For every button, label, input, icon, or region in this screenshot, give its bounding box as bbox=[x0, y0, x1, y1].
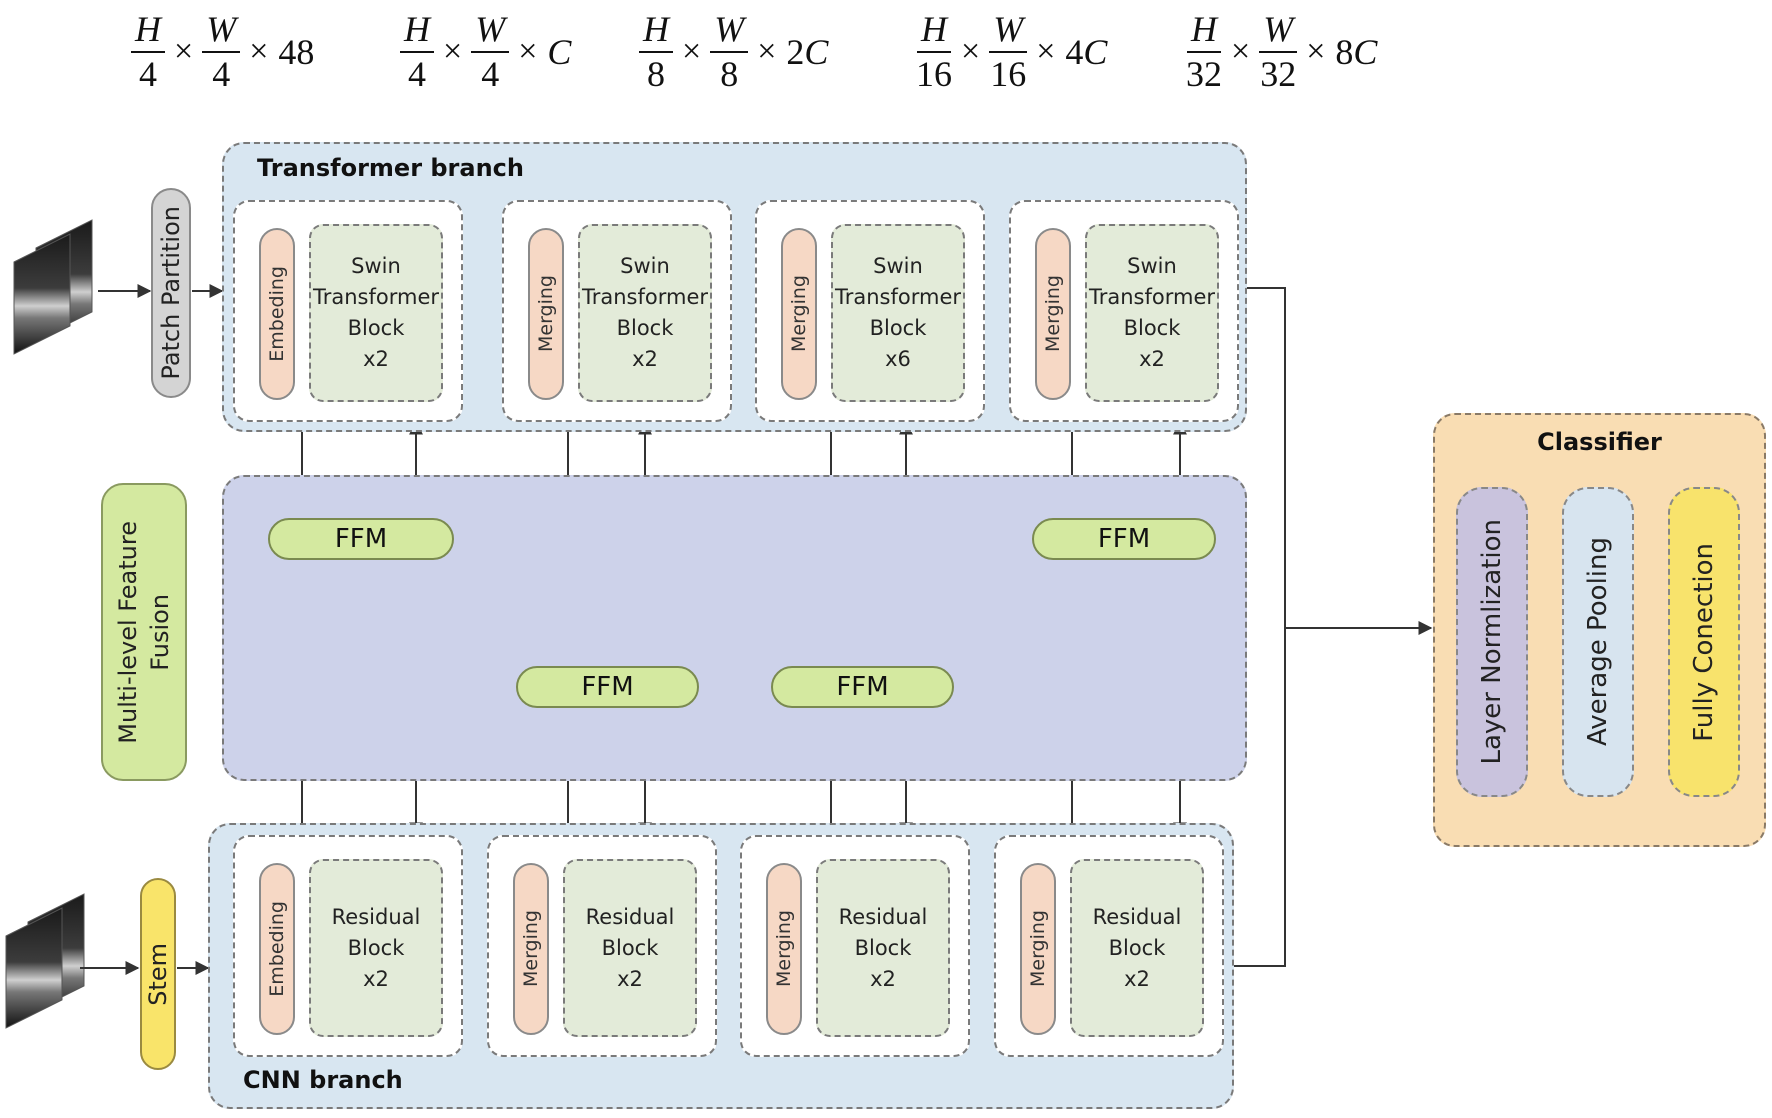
channel-count: 8C bbox=[1335, 32, 1378, 72]
transformer-stage-2-merge-layer: Merging bbox=[528, 228, 564, 400]
width-divisor: 8 bbox=[720, 54, 739, 94]
width-symbol: W bbox=[202, 9, 241, 53]
cnn-stage-3: Merging Residual Block x2 bbox=[740, 835, 970, 1057]
channel-count: C bbox=[547, 32, 572, 72]
channel-count: 48 bbox=[278, 32, 315, 72]
transformer-stage-1: Embeding Swin Transformer Block x2 bbox=[233, 200, 463, 422]
patch-partition: Patch Partition bbox=[151, 188, 191, 398]
transformer-stage-2: Merging Swin Transformer Block x2 bbox=[502, 200, 732, 422]
cnn-stage-1-block: Residual Block x2 bbox=[309, 859, 443, 1037]
transformer-stage-3-merge-layer: Merging bbox=[781, 228, 817, 400]
ffm-module-1: FFM bbox=[268, 518, 454, 560]
transformer-stage-4-block: Swin Transformer Block x2 bbox=[1085, 224, 1219, 402]
times-symbol: × bbox=[249, 33, 269, 70]
average-pooling-block: Average Pooling bbox=[1562, 487, 1634, 797]
oct-scan-image-top bbox=[13, 219, 93, 355]
transformer-stage-2-block: Swin Transformer Block x2 bbox=[578, 224, 712, 402]
times-symbol: × bbox=[961, 33, 981, 70]
cnn-stage-4: Merging Residual Block x2 bbox=[994, 835, 1224, 1057]
ffm-module-3: FFM bbox=[771, 666, 954, 708]
cnn-stage-2-merge-layer: Merging bbox=[513, 863, 549, 1035]
width-symbol: W bbox=[989, 9, 1028, 53]
width-symbol: W bbox=[710, 9, 749, 53]
cnn-stage-1: Embeding Residual Block x2 bbox=[233, 835, 463, 1057]
stem: Stem bbox=[140, 878, 176, 1070]
cnn-stage-2: Merging Residual Block x2 bbox=[487, 835, 717, 1057]
width-divisor: 4 bbox=[481, 54, 500, 94]
transformer-stage-3: Merging Swin Transformer Block x6 bbox=[755, 200, 985, 422]
transformer-stage-1-block: Swin Transformer Block x2 bbox=[309, 224, 443, 402]
transformer-stage-3-block: Swin Transformer Block x6 bbox=[831, 224, 965, 402]
height-divisor: 8 bbox=[647, 54, 665, 94]
height-symbol: H bbox=[131, 9, 165, 53]
width-symbol: W bbox=[1259, 9, 1298, 53]
channel-count: 2C bbox=[786, 32, 829, 72]
transformer-stage-4-merge-layer: Merging bbox=[1035, 228, 1071, 400]
fully-connection-block: Fully Conection bbox=[1668, 487, 1740, 797]
height-divisor: 4 bbox=[408, 54, 426, 94]
ffm-module-2: FFM bbox=[516, 666, 699, 708]
height-divisor: 32 bbox=[1186, 54, 1222, 94]
height-symbol: H bbox=[400, 9, 434, 53]
times-symbol: × bbox=[1231, 33, 1251, 70]
height-divisor: 16 bbox=[916, 54, 952, 94]
times-symbol: × bbox=[518, 33, 538, 70]
height-symbol: H bbox=[639, 9, 673, 53]
height-symbol: H bbox=[1187, 9, 1221, 53]
cnn-stage-1-merge-layer: Embeding bbox=[259, 863, 295, 1035]
cnn-stage-3-block: Residual Block x2 bbox=[816, 859, 950, 1037]
ffm-module-4: FFM bbox=[1032, 518, 1216, 560]
transformer-branch-label: Transformer branch bbox=[257, 154, 524, 182]
height-symbol: H bbox=[917, 9, 951, 53]
width-symbol: W bbox=[471, 9, 510, 53]
channel-count: 4C bbox=[1065, 32, 1108, 72]
times-symbol: × bbox=[174, 33, 194, 70]
times-symbol: × bbox=[443, 33, 463, 70]
cnn-stage-4-merge-layer: Merging bbox=[1020, 863, 1056, 1035]
multi-level-fusion-label: Multi-level Feature Fusion bbox=[101, 483, 187, 781]
transformer-stage-4: Merging Swin Transformer Block x2 bbox=[1009, 200, 1239, 422]
cnn-output-path bbox=[1234, 628, 1286, 967]
transformer-output-path bbox=[1247, 287, 1286, 628]
times-symbol: × bbox=[682, 33, 702, 70]
oct-scan-image-bottom bbox=[5, 893, 85, 1029]
cnn-stage-2-block: Residual Block x2 bbox=[563, 859, 697, 1037]
classifier-title: Classifier bbox=[1537, 428, 1662, 456]
times-symbol: × bbox=[1306, 33, 1326, 70]
times-symbol: × bbox=[1036, 33, 1056, 70]
transformer-stage-1-merge-layer: Embeding bbox=[259, 228, 295, 400]
width-divisor: 16 bbox=[990, 54, 1027, 94]
height-divisor: 4 bbox=[139, 54, 157, 94]
cnn-stage-4-block: Residual Block x2 bbox=[1070, 859, 1204, 1037]
width-divisor: 4 bbox=[212, 54, 231, 94]
layer-normalization-block: Layer Normlization bbox=[1456, 487, 1528, 797]
cnn-stage-3-merge-layer: Merging bbox=[766, 863, 802, 1035]
times-symbol: × bbox=[757, 33, 777, 70]
cnn-branch-label: CNN branch bbox=[243, 1066, 403, 1094]
width-divisor: 32 bbox=[1260, 54, 1297, 94]
